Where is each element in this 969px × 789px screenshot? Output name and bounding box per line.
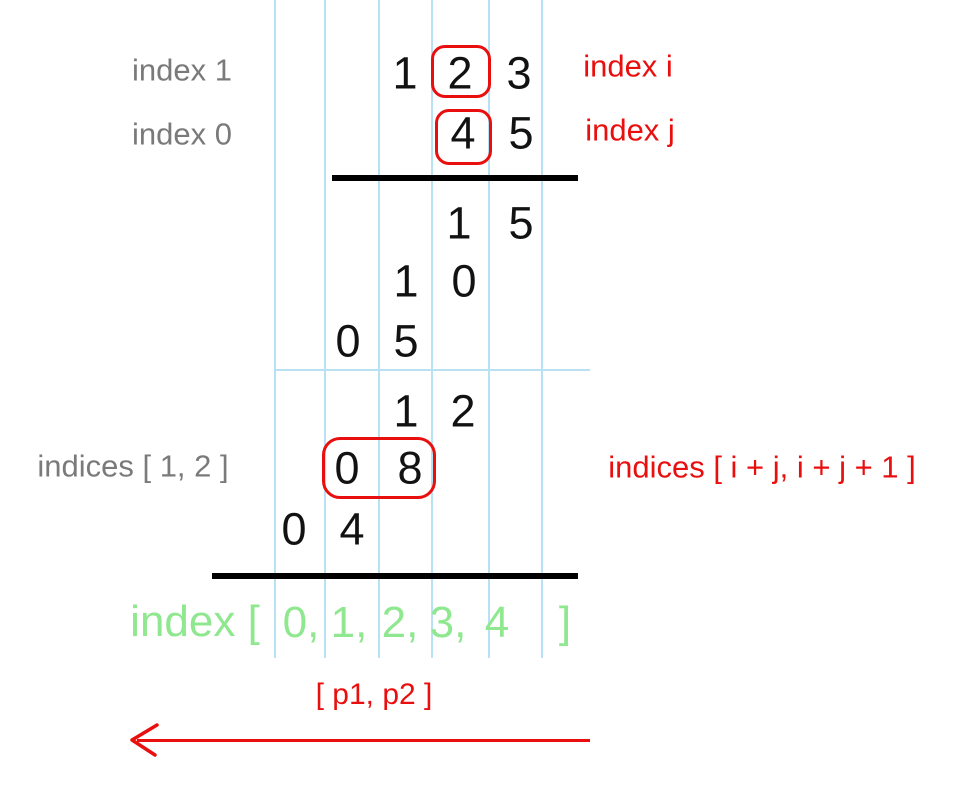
row-multiplicand-123-digit-0: 1 — [392, 47, 418, 99]
label-index-i: index i — [583, 48, 673, 84]
row-partial-10-digit-0: 1 — [393, 255, 419, 307]
index-axis-value-3: 3, — [429, 598, 467, 647]
column-grid-line-4 — [488, 0, 490, 658]
row-partial-15-digit-1: 5 — [508, 197, 534, 249]
highlight-box-digit-4 — [435, 109, 492, 165]
sum-bar — [212, 573, 578, 579]
row-partial-15-digit-0: 1 — [446, 197, 472, 249]
group-separator-line — [275, 369, 590, 371]
row-partial-04-digit-1: 4 — [339, 503, 365, 555]
label-indices-1-2: indices [ 1, 2 ] — [37, 448, 229, 484]
arrow-shaft — [137, 738, 590, 742]
row-partial-10-digit-1: 0 — [451, 255, 477, 307]
column-grid-line-2 — [378, 0, 380, 658]
column-grid-line-1 — [324, 0, 326, 658]
row-multiplier-45-digit-1: 5 — [508, 107, 534, 159]
index-axis-value-2: 2, — [381, 598, 419, 647]
row-multiplicand-123-digit-1: 2 — [447, 47, 473, 99]
label-index-0: index 0 — [132, 116, 232, 152]
highlight-box-digit-2 — [431, 45, 491, 98]
highlight-box-digits-08 — [322, 437, 436, 499]
row-partial-05-digit-0: 0 — [335, 315, 361, 367]
column-grid-line-3 — [431, 0, 433, 658]
label-p1-p2: [ p1, p2 ] — [315, 678, 433, 711]
index-axis-open-label: index [ — [130, 597, 260, 646]
column-grid-line-5 — [541, 0, 543, 658]
multiply-bar — [332, 175, 578, 181]
row-partial-04-digit-0: 0 — [281, 503, 307, 555]
row-partial-12-digit-1: 2 — [450, 385, 476, 437]
row-multiplier-45-digit-0: 4 — [450, 107, 476, 159]
label-index-1: index 1 — [132, 52, 232, 88]
row-multiplicand-123-digit-2: 3 — [506, 47, 532, 99]
arrow-head-left-icon — [130, 723, 159, 757]
column-grid-line-0 — [274, 0, 276, 658]
index-axis-value-1: 1, — [330, 598, 368, 647]
label-indices-i-plus-j: indices [ i + j, i + j + 1 ] — [608, 449, 916, 485]
row-partial-12-digit-0: 1 — [393, 385, 419, 437]
row-partial-05-digit-1: 5 — [393, 315, 419, 367]
index-axis-value-4: 4 — [484, 598, 510, 647]
index-axis-value-0: 0, — [282, 598, 320, 647]
index-axis-close-bracket: ] — [558, 598, 572, 647]
label-index-j: index j — [585, 112, 675, 148]
